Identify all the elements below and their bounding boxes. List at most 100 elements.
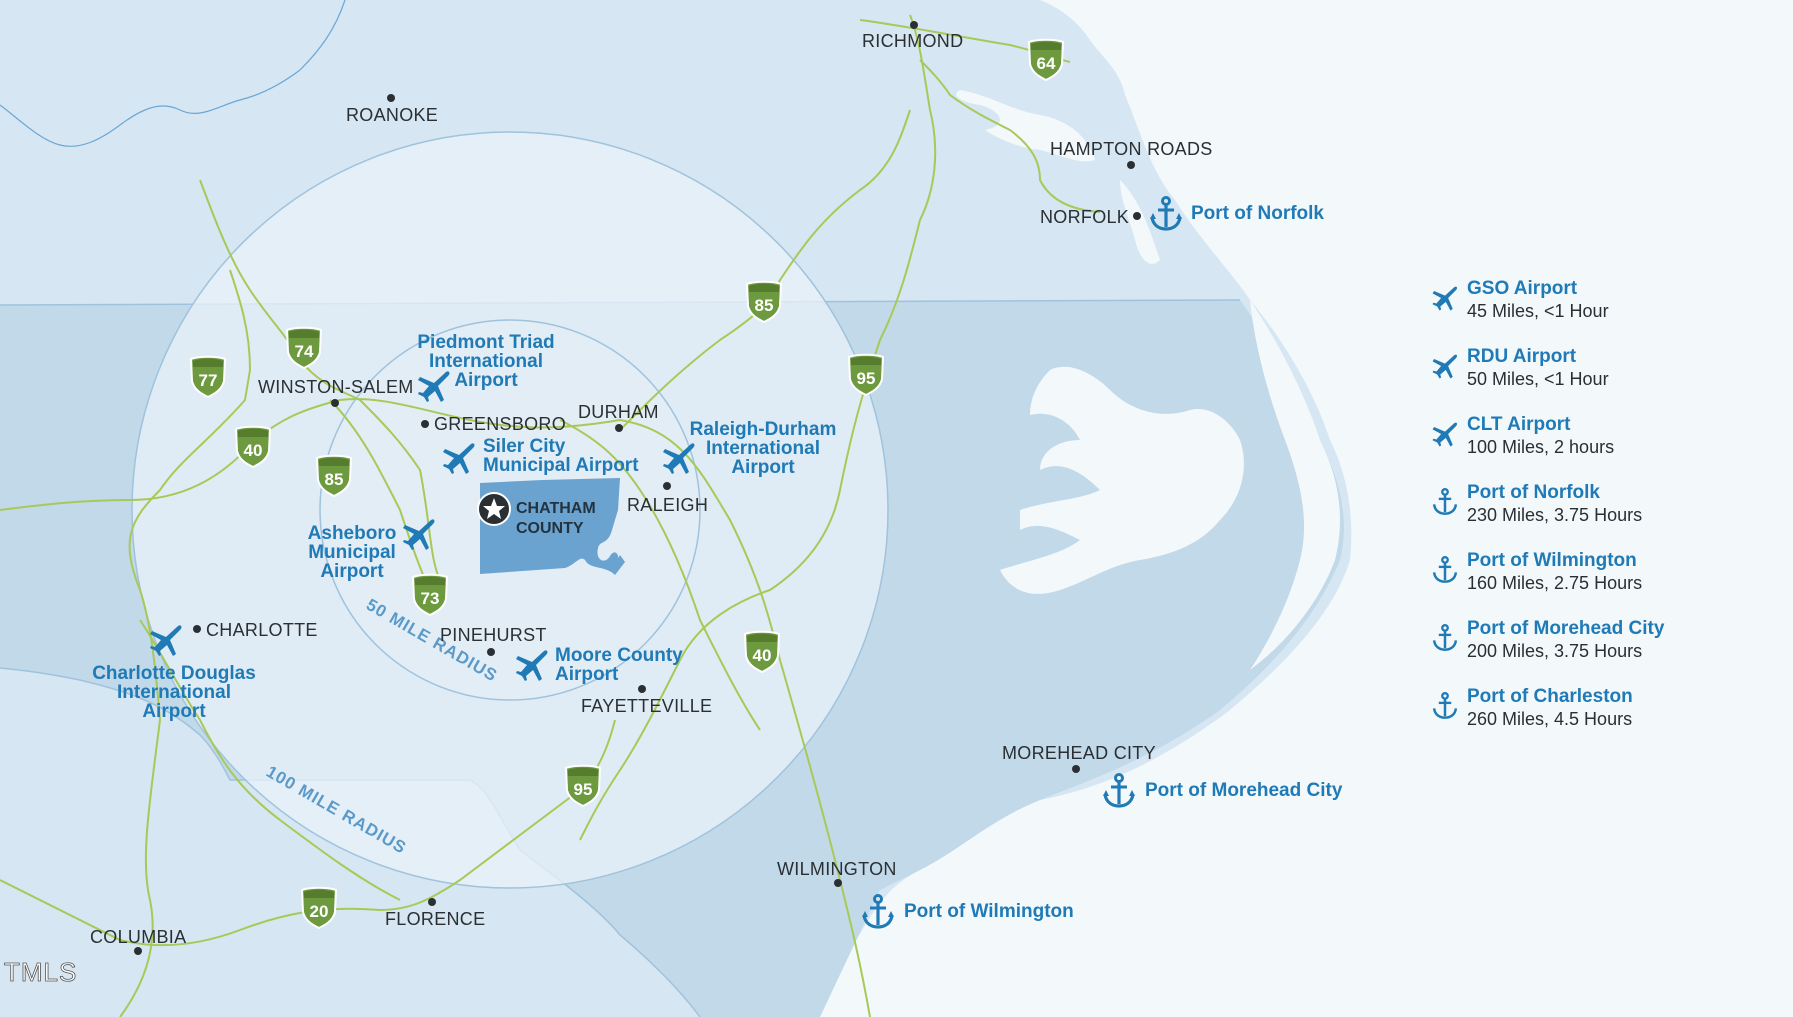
city-durham: DURHAM (578, 402, 659, 432)
svg-text:Port of Norfolk: Port of Norfolk (1191, 203, 1324, 224)
airport-moore-county: Moore County Airport (516, 645, 683, 685)
city-columbia: COLUMBIA (90, 927, 186, 955)
legend-detail: 100 Miles, 2 hours (1467, 437, 1615, 457)
legend-detail: 230 Miles, 3.75 Hours (1467, 505, 1643, 525)
svg-text:85: 85 (755, 296, 774, 315)
plane-icon (1431, 352, 1459, 380)
svg-text:NORFOLK: NORFOLK (1040, 207, 1129, 227)
city-norfolk: NORFOLK (1040, 207, 1141, 227)
interstate-shield: 40 (235, 425, 271, 468)
svg-text:95: 95 (857, 369, 876, 388)
city-hampton-roads: HAMPTON ROADS (1050, 139, 1213, 169)
svg-text:WILMINGTON: WILMINGTON (777, 859, 897, 879)
legend-detail: 260 Miles, 4.5 Hours (1467, 709, 1633, 729)
interstate-shield: 73 (412, 573, 448, 616)
city-florence: FLORENCE (385, 898, 485, 929)
legend-detail: 160 Miles, 2.75 Hours (1467, 573, 1643, 593)
svg-text:40: 40 (753, 646, 772, 665)
city-raleigh: RALEIGH (627, 482, 708, 515)
svg-text:Airport: Airport (142, 701, 206, 722)
anchor-icon (1431, 488, 1459, 516)
interstate-shield: 64 (1028, 38, 1064, 81)
interstate-shield: 95 (565, 764, 601, 807)
svg-text:Municipal Airport: Municipal Airport (483, 455, 639, 476)
city-winston-salem: WINSTON-SALEM (258, 377, 414, 407)
interstate-shield: 95 (848, 353, 884, 396)
city-morehead-city: MOREHEAD CITY (1002, 743, 1156, 773)
chatham-county-shape (480, 478, 625, 575)
interstate-shield: 77 (190, 355, 226, 398)
svg-text:85: 85 (325, 470, 344, 489)
svg-text:International: International (117, 682, 231, 703)
svg-text:Airport: Airport (320, 561, 384, 582)
svg-text:Asheboro: Asheboro (308, 523, 397, 544)
svg-text:DURHAM: DURHAM (578, 402, 659, 422)
plane-icon (1431, 284, 1459, 312)
svg-text:International: International (429, 351, 543, 372)
svg-text:Airport: Airport (731, 457, 795, 478)
city-greensboro: GREENSBORO (421, 414, 566, 434)
svg-text:Piedmont Triad: Piedmont Triad (417, 332, 554, 353)
airport-piedmont-triad: Piedmont Triad International Airport (417, 332, 555, 402)
port-wilmington: Port of Wilmington (860, 893, 1074, 929)
port-norfolk: Port of Norfolk (1148, 195, 1324, 231)
svg-text:Moore County: Moore County (555, 645, 683, 666)
city-fayetteville: FAYETTEVILLE (581, 685, 712, 716)
legend-title: CLT Airport (1467, 414, 1571, 435)
airport-charlotte-douglas: Charlotte Douglas International Airport (92, 625, 256, 722)
interstate-shield: 85 (746, 280, 782, 323)
legend-title: RDU Airport (1467, 346, 1577, 367)
svg-text:Airport: Airport (555, 664, 619, 685)
rivers (0, 0, 346, 147)
svg-text:Municipal: Municipal (308, 542, 396, 563)
svg-text:FAYETTEVILLE: FAYETTEVILLE (581, 696, 712, 716)
county-label-line1: CHATHAM (516, 500, 596, 517)
svg-text:WINSTON-SALEM: WINSTON-SALEM (258, 377, 414, 397)
legend-title: GSO Airport (1467, 278, 1578, 299)
interstate-shield: 74 (286, 326, 322, 369)
legend-detail: 45 Miles, <1 Hour (1467, 301, 1609, 321)
svg-text:40: 40 (244, 441, 263, 460)
svg-text:CHARLOTTE: CHARLOTTE (206, 620, 318, 640)
anchor-icon (1431, 692, 1459, 720)
interstate-shield: 20 (301, 886, 337, 929)
airport-siler-city: Siler City Municipal Airport (443, 436, 639, 476)
legend-title: Port of Norfolk (1467, 482, 1600, 503)
legend-detail: 50 Miles, <1 Hour (1467, 369, 1609, 389)
interstate-shield: 85 (316, 454, 352, 497)
legend-detail: 200 Miles, 3.75 Hours (1467, 641, 1643, 661)
city-pinehurst: PINEHURST (440, 625, 547, 656)
highways (0, 14, 1101, 1017)
svg-text:ROANOKE: ROANOKE (346, 105, 438, 125)
anchor-icon (1431, 624, 1459, 652)
port-morehead-city: Port of Morehead City (1101, 772, 1343, 808)
svg-text:PINEHURST: PINEHURST (440, 625, 547, 645)
city-wilmington: WILMINGTON (777, 859, 897, 887)
svg-text:Charlotte Douglas: Charlotte Douglas (92, 663, 256, 684)
svg-text:FLORENCE: FLORENCE (385, 909, 485, 929)
svg-text:Airport: Airport (454, 370, 518, 391)
sounds-water (956, 90, 1340, 670)
svg-text:HAMPTON ROADS: HAMPTON ROADS (1050, 139, 1213, 159)
svg-text:73: 73 (421, 589, 440, 608)
interstate-shield: 40 (744, 630, 780, 673)
legend-title: Port of Morehead City (1467, 618, 1665, 639)
city-roanoke: ROANOKE (346, 94, 438, 125)
svg-text:Raleigh-Durham: Raleigh-Durham (690, 419, 837, 440)
svg-text:RALEIGH: RALEIGH (627, 495, 708, 515)
svg-text:Port of Wilmington: Port of Wilmington (904, 901, 1074, 922)
svg-text:RICHMOND: RICHMOND (862, 31, 963, 51)
svg-text:74: 74 (295, 342, 314, 361)
svg-text:20: 20 (310, 902, 329, 921)
svg-text:GREENSBORO: GREENSBORO (434, 414, 566, 434)
anchor-icon (1431, 556, 1459, 584)
